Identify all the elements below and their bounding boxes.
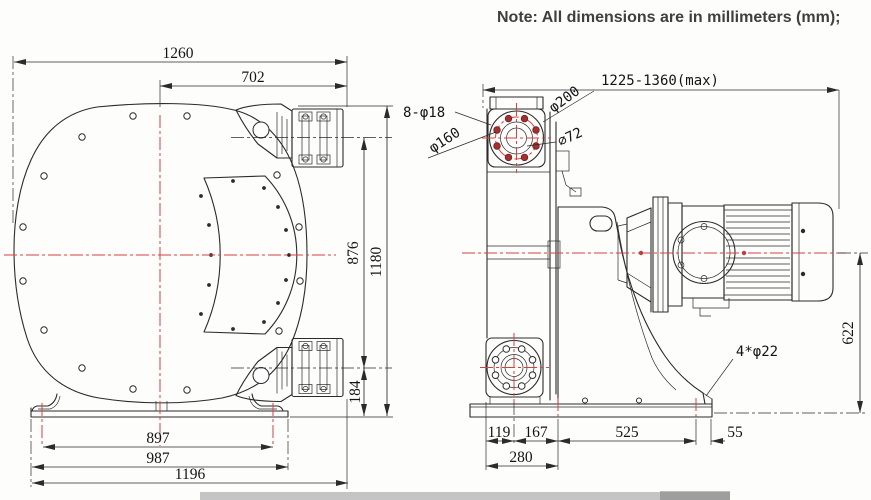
scan-artifact-dark [660, 491, 730, 500]
pump-casing-outline [13, 103, 308, 404]
motor-flange [652, 196, 683, 313]
side-pump-body [486, 96, 582, 404]
dim-525: 525 [615, 424, 639, 441]
side-dims-bottom: 119 167 525 55 280 [485, 402, 743, 470]
units-note: Note: All dimensions are in millimeters … [497, 9, 840, 26]
dim-overall-height: 1180 [368, 247, 385, 278]
side-dim-height: 622 [714, 252, 868, 414]
motor [672, 202, 834, 317]
dim-base-width: 987 [146, 450, 170, 467]
dim-port-centers: 876 [345, 241, 362, 265]
dim-119: 119 [488, 424, 511, 441]
bottom-hose-connection [231, 337, 392, 403]
motor-drain-bracket [692, 298, 730, 317]
callout-flange-od: φ200 [546, 83, 583, 116]
side-top-flange [482, 103, 551, 173]
callout-flange-bolt-holes: 8-φ18 [403, 105, 445, 121]
side-bottom-flange [480, 333, 549, 443]
dim-167: 167 [524, 424, 548, 441]
crescent-cover [199, 175, 298, 335]
casing-bolt-holes [19, 112, 304, 394]
scan-artifact-band [200, 492, 730, 500]
front-dims-bottom: 897 987 1196 [30, 399, 348, 489]
anchor-callout: 4*φ22 [705, 344, 778, 397]
side-base [469, 392, 713, 419]
fan-cover [791, 202, 834, 302]
crescent-cover-bolts [199, 179, 291, 331]
dim-overall-length: 1225-1360(max) [601, 73, 719, 89]
callout-hose-bore: ∅72 [555, 125, 585, 150]
side-dim-length: 1225-1360(max) [482, 73, 840, 209]
dim-port-to-base: 184 [347, 380, 364, 404]
side-view: 1225-1360(max) 8-φ18 φ200 φ160 ∅72 622 4… [403, 73, 868, 470]
dim-foot-hole-span: 897 [146, 430, 170, 447]
side-bottom-flange-bolts [491, 345, 537, 390]
side-top-flange-bolts [493, 114, 540, 162]
dim-center-to-flange: 702 [241, 69, 264, 86]
front-dims-top: 1260 702 [12, 45, 348, 225]
dim-shaft-height: 622 [840, 321, 857, 344]
dim-overall-base-width: 1196 [175, 466, 206, 483]
front-view: 1260 702 876 184 1180 897 987 1196 [4, 45, 393, 489]
pedestal [557, 206, 706, 405]
front-dims-right: 876 184 1180 [290, 105, 393, 418]
dim-overall-width: 1260 [163, 45, 194, 62]
dim-280: 280 [509, 449, 533, 466]
top-hose-connection [231, 103, 392, 168]
callout-anchor-holes: 4*φ22 [736, 344, 778, 360]
dim-55: 55 [727, 424, 743, 441]
motor-cooling-fins [726, 215, 790, 289]
